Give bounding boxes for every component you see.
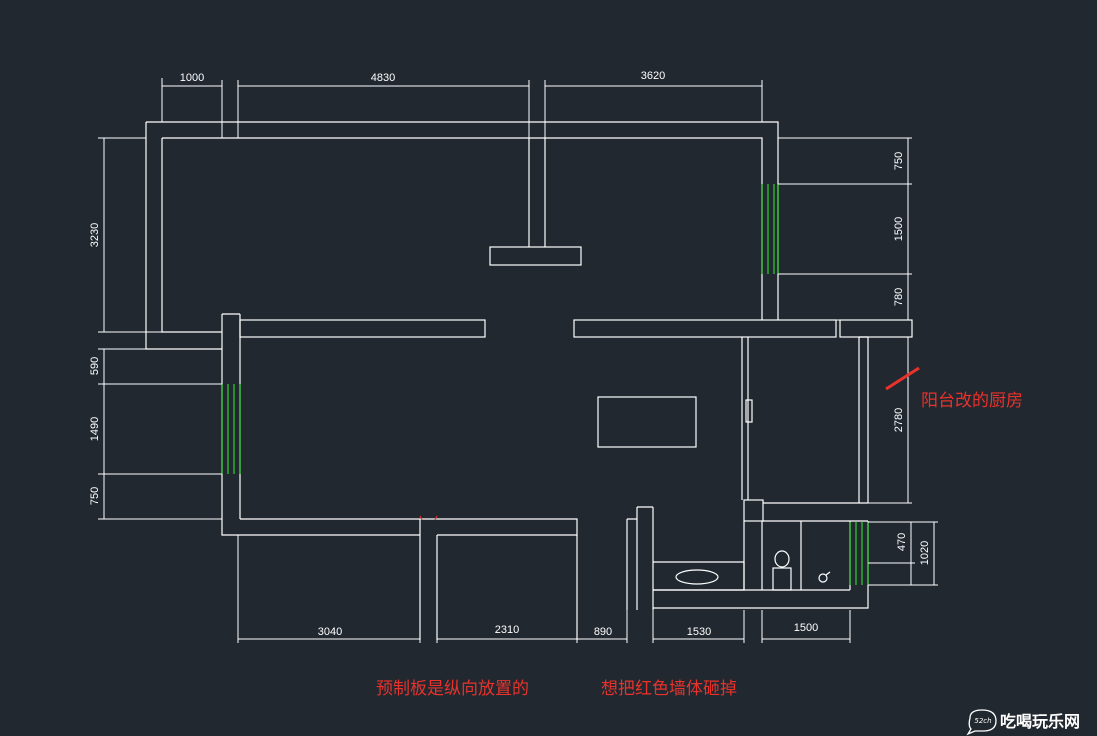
dim-bottom-3: 890: [594, 626, 612, 638]
dim-bottom-5: 1500: [794, 622, 818, 634]
dim-top-2: 4830: [371, 72, 395, 84]
watermark-logo-icon: 52ch: [966, 709, 997, 736]
watermark: 52ch 吃喝玩乐网: [966, 709, 1080, 736]
dim-left-lower-2: 1490: [89, 417, 101, 441]
balcony-note: 阳台改的厨房: [921, 391, 1023, 411]
demolish-note: 想把红色墙体砸掉: [601, 679, 737, 699]
walls: [145, 121, 913, 640]
dim-right-4: 2780: [893, 408, 905, 432]
dim-bottom-4: 1530: [687, 626, 711, 638]
slab-note: 预制板是纵向放置的: [376, 679, 529, 699]
svg-text:52ch: 52ch: [974, 717, 991, 725]
dimension-labels: 1000 4830 3620 3230 590 1490 750 750 150…: [89, 70, 931, 638]
annotations: 阳台改的厨房 预制板是纵向放置的 想把红色墙体砸掉: [376, 366, 1023, 699]
dim-bottom-2: 2310: [495, 624, 519, 636]
dim-top-1: 1000: [180, 72, 204, 84]
dim-left-upper: 3230: [89, 223, 101, 247]
dim-bottom-1: 3040: [318, 626, 342, 638]
dim-right-small-2: 1020: [919, 541, 931, 565]
dim-right-1: 750: [893, 152, 905, 170]
dim-right-2: 1500: [893, 217, 905, 241]
dim-left-lower-3: 750: [89, 487, 101, 505]
dim-right-small-1: 470: [896, 533, 908, 551]
dim-top-3: 3620: [641, 70, 665, 82]
red-pointer-line: [885, 366, 920, 391]
dimension-lines: [98, 78, 938, 643]
red-wall-marks: [419, 515, 438, 521]
dim-left-lower-1: 590: [89, 357, 101, 375]
dim-right-3: 780: [893, 288, 905, 306]
windows: [221, 184, 869, 585]
watermark-site-name: 吃喝玩乐网: [1000, 712, 1080, 731]
